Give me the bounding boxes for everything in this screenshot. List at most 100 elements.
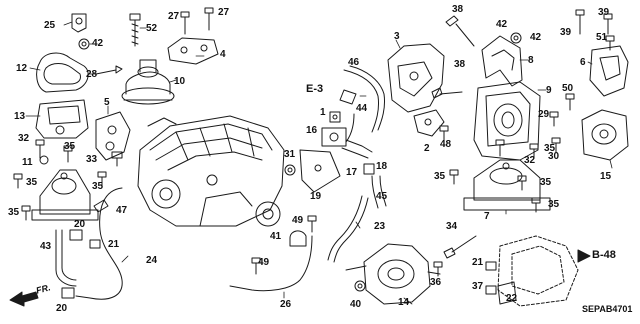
bolt-49-a [307, 215, 317, 233]
callout-1[interactable]: 1 [320, 107, 326, 118]
clip-21-a [89, 239, 101, 249]
callout-46[interactable]: 46 [348, 57, 360, 68]
callout-17[interactable]: 17 [346, 167, 358, 178]
bolt-49-b [251, 257, 261, 275]
ref-label-e3[interactable]: E-3 [306, 83, 324, 95]
callout-21b[interactable]: 21 [472, 257, 484, 268]
bolt-52 [129, 13, 141, 47]
callout-5[interactable]: 5 [104, 97, 110, 108]
callout-28[interactable]: 28 [86, 69, 98, 80]
bolt-35-h [529, 143, 539, 159]
callout-25[interactable]: 25 [44, 20, 56, 31]
callout-30[interactable]: 30 [548, 151, 560, 162]
callout-23[interactable]: 23 [374, 221, 386, 232]
callout-38b[interactable]: 38 [454, 59, 466, 70]
rear-mount-7 [463, 159, 551, 211]
callout-35e[interactable]: 35 [434, 171, 446, 182]
callout-49b[interactable]: 49 [258, 257, 270, 268]
callout-35c[interactable]: 35 [92, 181, 104, 192]
callout-27a[interactable]: 27 [168, 11, 180, 22]
callout-35f[interactable]: 35 [540, 177, 552, 188]
callout-47[interactable]: 47 [116, 205, 128, 216]
bracket-8 [481, 35, 523, 87]
callout-41[interactable]: 41 [270, 231, 282, 242]
callout-48[interactable]: 48 [440, 139, 452, 150]
callout-16[interactable]: 16 [306, 125, 318, 136]
callout-39a[interactable]: 39 [560, 27, 572, 38]
callout-27b[interactable]: 27 [218, 7, 230, 18]
callout-26[interactable]: 26 [280, 299, 292, 310]
clip-21-b [485, 261, 497, 271]
callout-35b[interactable]: 35 [26, 177, 38, 188]
transmission-mount-left [31, 169, 99, 221]
callout-32b[interactable]: 32 [524, 155, 536, 166]
callout-2[interactable]: 2 [424, 143, 430, 154]
clip-20-a [69, 229, 83, 241]
callout-8[interactable]: 8 [528, 55, 534, 66]
bracket-4 [167, 37, 219, 65]
callout-14[interactable]: 14 [398, 297, 410, 308]
callout-35d[interactable]: 35 [8, 207, 20, 218]
callout-9[interactable]: 9 [546, 85, 552, 96]
clamp-41 [289, 230, 307, 247]
callout-7[interactable]: 7 [484, 211, 490, 222]
callout-38a[interactable]: 38 [452, 4, 464, 15]
callout-44[interactable]: 44 [356, 103, 368, 114]
bolt-31 [284, 164, 296, 176]
ref-b48-arrow-icon [577, 249, 591, 263]
callout-21a[interactable]: 21 [108, 239, 120, 250]
bracket-22 [497, 281, 517, 305]
callout-35g[interactable]: 35 [548, 199, 560, 210]
callout-36[interactable]: 36 [430, 277, 442, 288]
callout-12[interactable]: 12 [16, 63, 28, 74]
callout-42c[interactable]: 42 [530, 32, 542, 43]
callout-39b[interactable]: 39 [598, 7, 610, 18]
bolt-39-a [575, 9, 585, 35]
callout-11[interactable]: 11 [22, 157, 33, 168]
ref-label-b48[interactable]: B-48 [592, 249, 616, 261]
callout-13[interactable]: 13 [14, 111, 26, 122]
callout-19[interactable]: 19 [310, 191, 322, 202]
callout-50[interactable]: 50 [562, 83, 574, 94]
callout-42b[interactable]: 42 [496, 19, 508, 30]
callout-6[interactable]: 6 [580, 57, 586, 68]
bracket-19 [299, 149, 341, 193]
callout-3[interactable]: 3 [394, 31, 400, 42]
bolt-36 [433, 261, 443, 277]
bolt-33 [111, 151, 123, 167]
callout-33[interactable]: 33 [86, 154, 98, 165]
bolt-28 [95, 65, 123, 75]
callout-10[interactable]: 10 [174, 76, 186, 87]
callout-35h[interactable]: 35 [544, 143, 556, 154]
callout-34[interactable]: 34 [446, 221, 458, 232]
callout-20a[interactable]: 20 [74, 219, 86, 230]
callout-43[interactable]: 43 [40, 241, 52, 252]
callout-40[interactable]: 40 [350, 299, 362, 310]
connector-e3 [339, 89, 357, 105]
callout-4[interactable]: 4 [220, 49, 226, 60]
callout-52[interactable]: 52 [146, 23, 158, 34]
callout-37[interactable]: 37 [472, 281, 484, 292]
callout-51[interactable]: 51 [596, 32, 608, 43]
washer-11 [39, 155, 49, 165]
bracket-22-dashed [497, 235, 579, 307]
callout-49a[interactable]: 49 [292, 215, 304, 226]
callout-24[interactable]: 24 [146, 255, 158, 266]
callout-29[interactable]: 29 [538, 109, 550, 120]
bolt-35-d [21, 205, 31, 221]
bolt-35-e [449, 169, 459, 185]
callout-45[interactable]: 45 [376, 191, 388, 202]
hose-set-18 [341, 139, 373, 159]
callout-35a[interactable]: 35 [64, 141, 76, 152]
callout-22[interactable]: 22 [506, 293, 518, 304]
callout-20b[interactable]: 20 [56, 303, 68, 314]
callout-31[interactable]: 31 [284, 149, 296, 160]
clip-17 [363, 163, 375, 175]
callout-18[interactable]: 18 [376, 161, 388, 172]
callout-15[interactable]: 15 [600, 171, 612, 182]
callout-42a[interactable]: 42 [92, 38, 104, 49]
bracket-5 [95, 111, 131, 161]
callout-32a[interactable]: 32 [18, 133, 30, 144]
